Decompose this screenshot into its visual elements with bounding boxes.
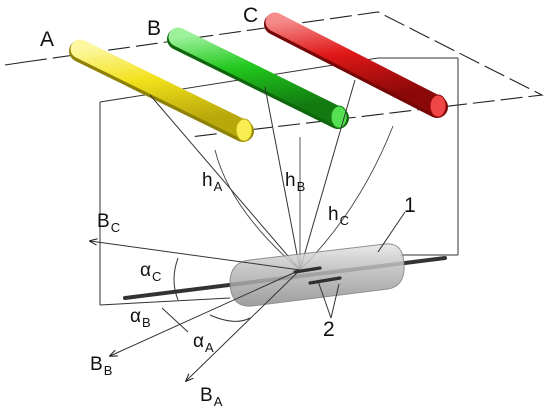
- alpha-a-label: αA: [193, 331, 214, 355]
- h-a-label: hA: [202, 170, 223, 194]
- part-2-label: 2: [323, 318, 335, 341]
- conductor-b-label: B: [147, 17, 161, 40]
- leader-lines: [317, 211, 406, 319]
- conductor-plane: [4, 11, 544, 138]
- part-1-label: 1: [404, 194, 416, 217]
- h-b-label: hB: [285, 170, 305, 194]
- conductor-c-label: C: [243, 4, 258, 27]
- b-c-label: BC: [97, 211, 120, 235]
- h-c-label: hC: [328, 204, 349, 228]
- distance-lines: [149, 79, 356, 271]
- b-a-label: BA: [200, 385, 223, 409]
- b-b-label: BB: [90, 354, 112, 378]
- field-vectors: [90, 241, 301, 381]
- conductor-c: [264, 12, 448, 118]
- conductor-a: [69, 39, 254, 142]
- reed-switch: [123, 243, 447, 307]
- alpha-b-label: αB: [130, 306, 151, 330]
- alpha-c-label: αC: [140, 260, 161, 284]
- conductor-a-label: A: [40, 28, 54, 51]
- angle-arcs: [161, 257, 251, 333]
